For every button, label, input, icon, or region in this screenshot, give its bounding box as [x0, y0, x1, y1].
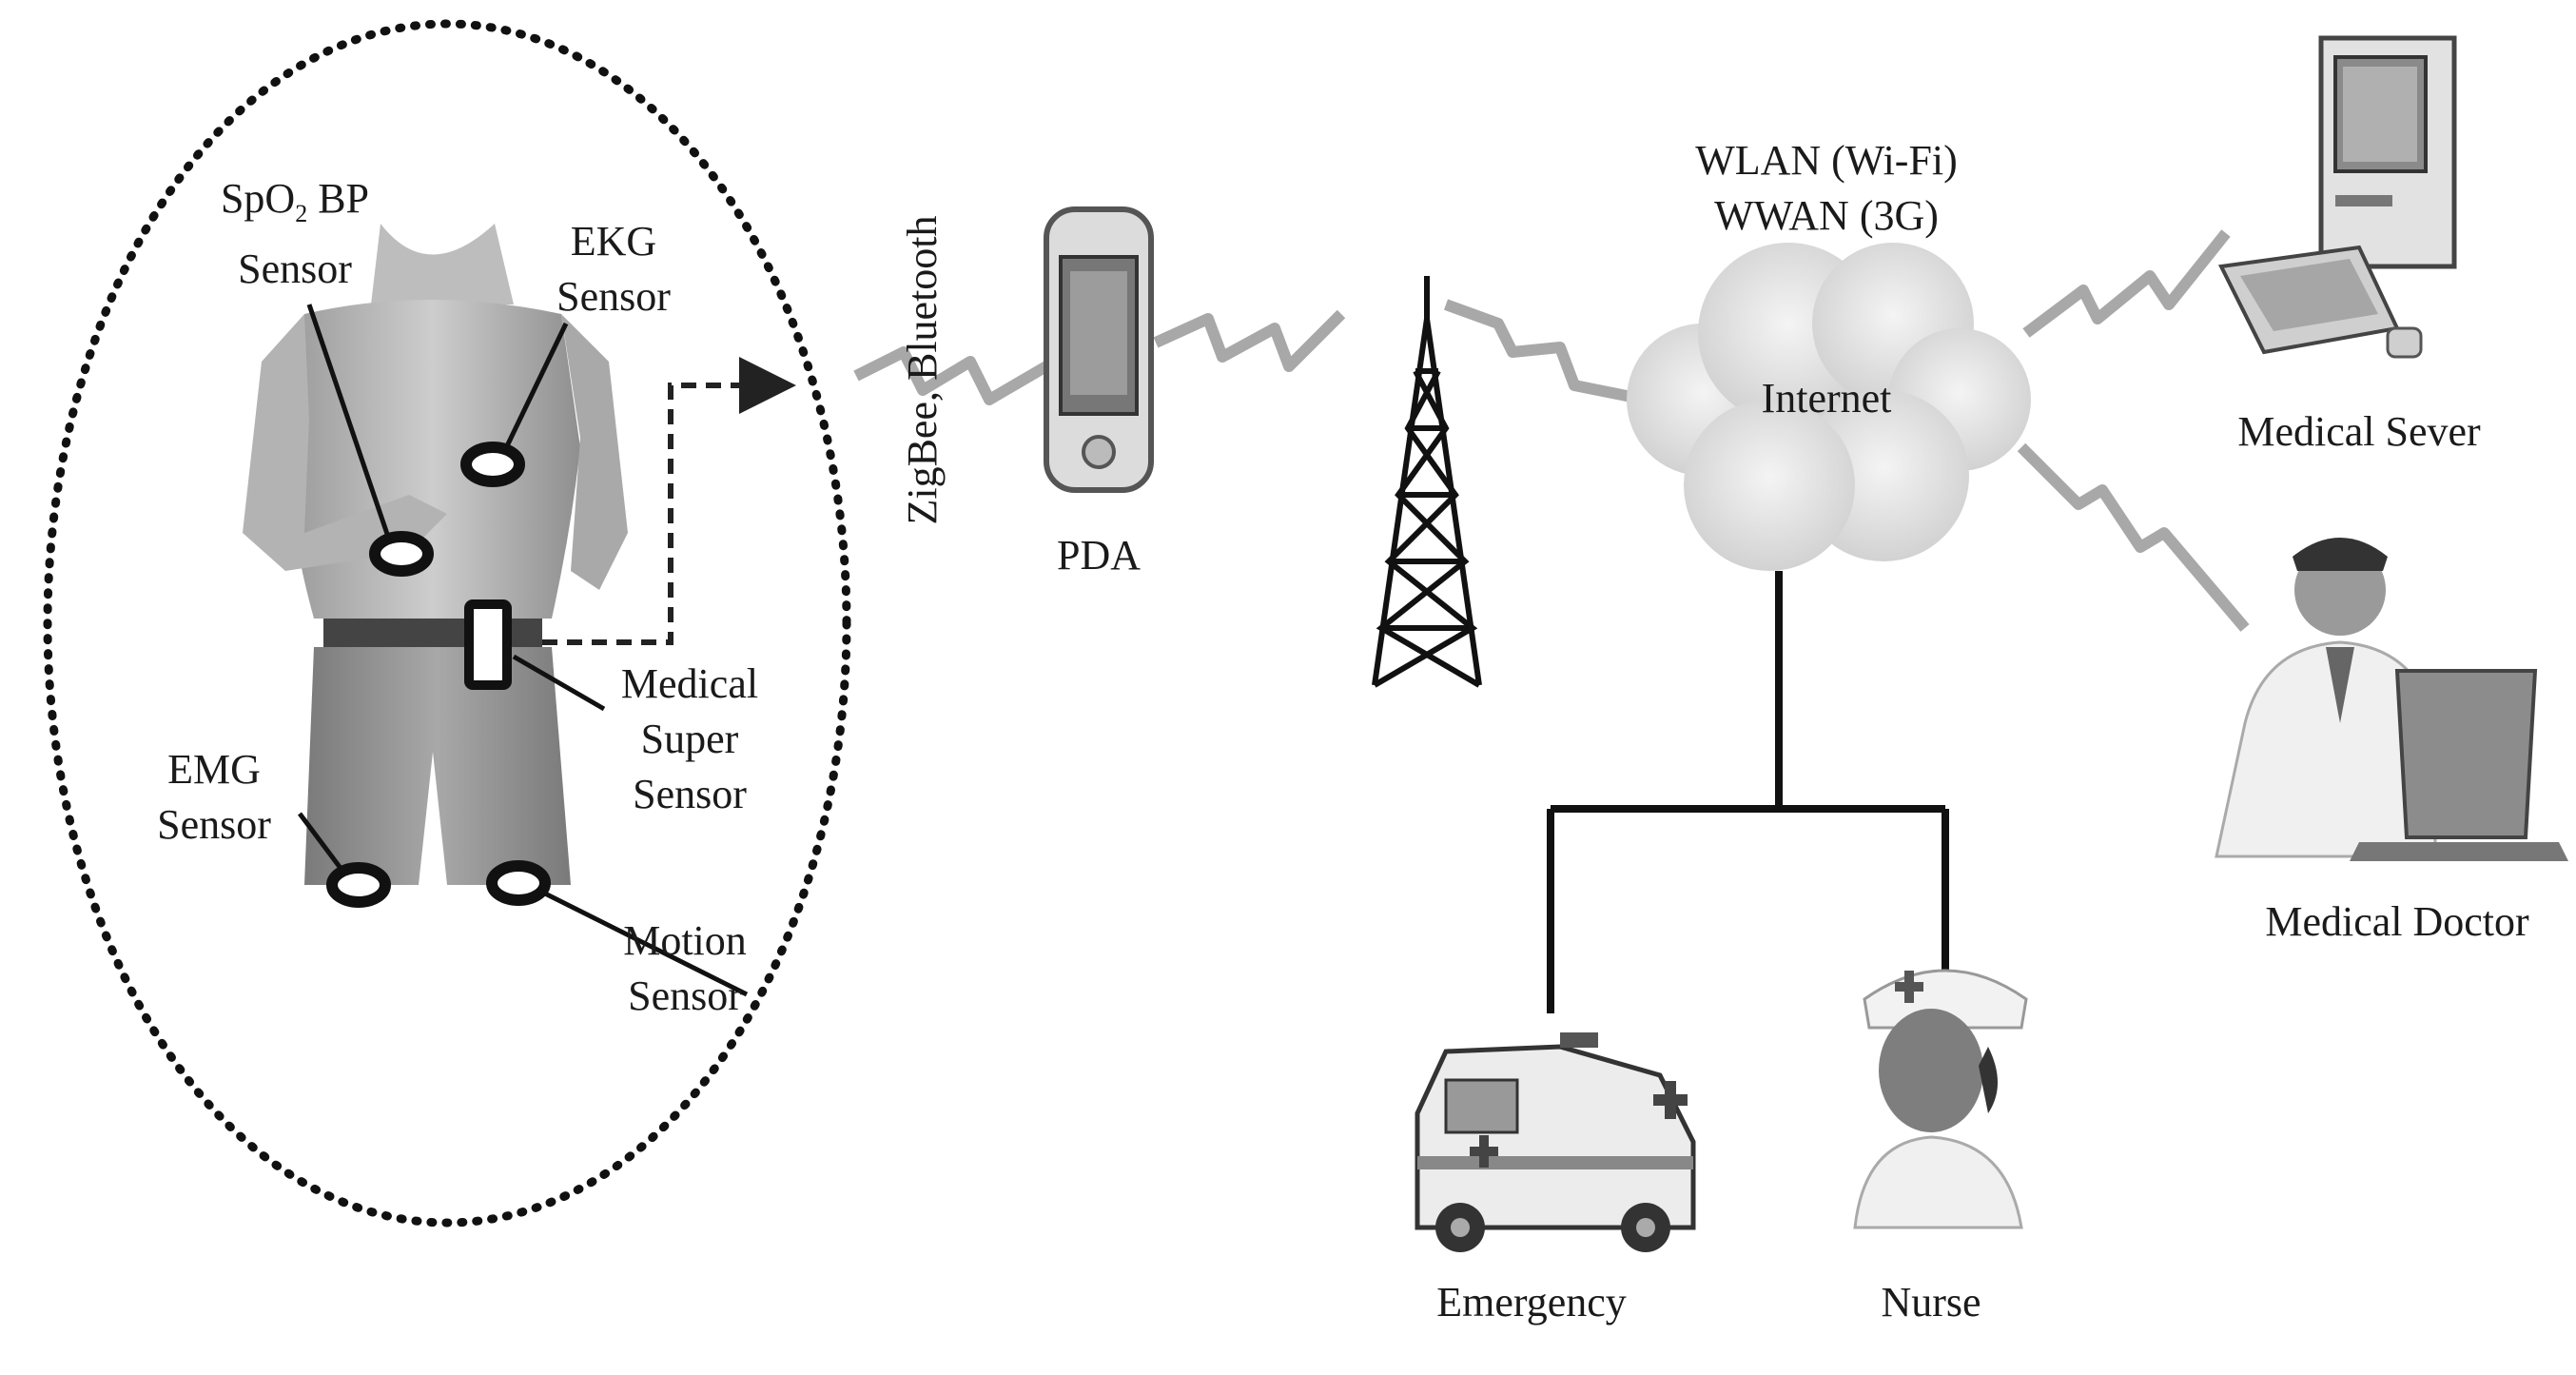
- wireless-link-internet-server: [2022, 229, 2231, 338]
- wwan-line: WWAN (3G): [1714, 192, 1939, 239]
- nurse-label: Nurse: [1881, 1279, 1981, 1326]
- body-area-boundary: [43, 19, 851, 1228]
- motion-line2: Sensor: [628, 972, 742, 1019]
- internet-label: Internet: [1761, 375, 1892, 422]
- internet-cloud: [1627, 243, 2031, 571]
- medical-super-sensor-box: [464, 599, 512, 690]
- motion-sensor-label: Motion Sensor: [599, 913, 771, 1024]
- sensor-uplink-arrow: [542, 357, 796, 645]
- spo2-sensor-word: Sensor: [238, 245, 352, 292]
- ekg-line2: Sensor: [556, 273, 671, 320]
- pda-device: [1044, 206, 1154, 493]
- wireless-link-tower-internet: [1443, 299, 1648, 405]
- emg-sensor-ring: [326, 862, 391, 908]
- internet-branch-lines: [1547, 571, 1949, 1013]
- medical-super-sensor-label: Medical Super Sensor: [599, 657, 780, 822]
- medical-server-label: Medical Sever: [2237, 408, 2481, 455]
- nurse-icon: [1853, 969, 2028, 1229]
- wireless-link-sensor-pda: [853, 346, 1050, 405]
- emg-line2: Sensor: [157, 801, 271, 848]
- pda-label: PDA: [1056, 532, 1142, 579]
- super-line2: Super: [640, 716, 739, 762]
- ambulance-icon: [1415, 1032, 1696, 1252]
- spo2-bp-sensor-label: SpO2 BP Sensor: [171, 171, 419, 297]
- zigbee-bluetooth-label: ZigBee, Bluetooth: [899, 215, 946, 525]
- bp-text: BP: [307, 175, 370, 222]
- spo2-subscript: 2: [295, 199, 308, 227]
- wlan-line: WLAN (Wi-Fi): [1695, 137, 1958, 184]
- ekg-line1: EKG: [570, 218, 657, 265]
- super-line3: Sensor: [633, 771, 747, 817]
- patient-figure: [243, 224, 628, 885]
- sensor-leader-lines: [298, 304, 749, 997]
- emg-line1: EMG: [167, 746, 261, 793]
- super-line1: Medical: [620, 660, 759, 707]
- spo2-sensor-ring: [369, 531, 434, 577]
- network-type-label: WLAN (Wi-Fi) WWAN (3G): [1665, 133, 1988, 244]
- medical-doctor-figure: [2215, 538, 2568, 861]
- cell-tower: [1372, 276, 1482, 688]
- motion-line1: Motion: [623, 917, 747, 964]
- emergency-label: Emergency: [1436, 1279, 1627, 1326]
- motion-sensor-ring: [486, 860, 551, 906]
- medical-server-computer: [2217, 35, 2457, 359]
- emg-sensor-label: EMG Sensor: [133, 742, 295, 853]
- ekg-sensor-label: EKG Sensor: [528, 214, 699, 324]
- spo2-text: SpO: [220, 175, 296, 222]
- wireless-link-internet-doctor: [2017, 442, 2250, 632]
- ekg-sensor-ring: [460, 442, 525, 487]
- medical-doctor-label: Medical Doctor: [2265, 898, 2529, 945]
- wireless-link-pda-tower: [1153, 309, 1346, 372]
- spo2-bp-line: SpO2 BP: [171, 171, 419, 242]
